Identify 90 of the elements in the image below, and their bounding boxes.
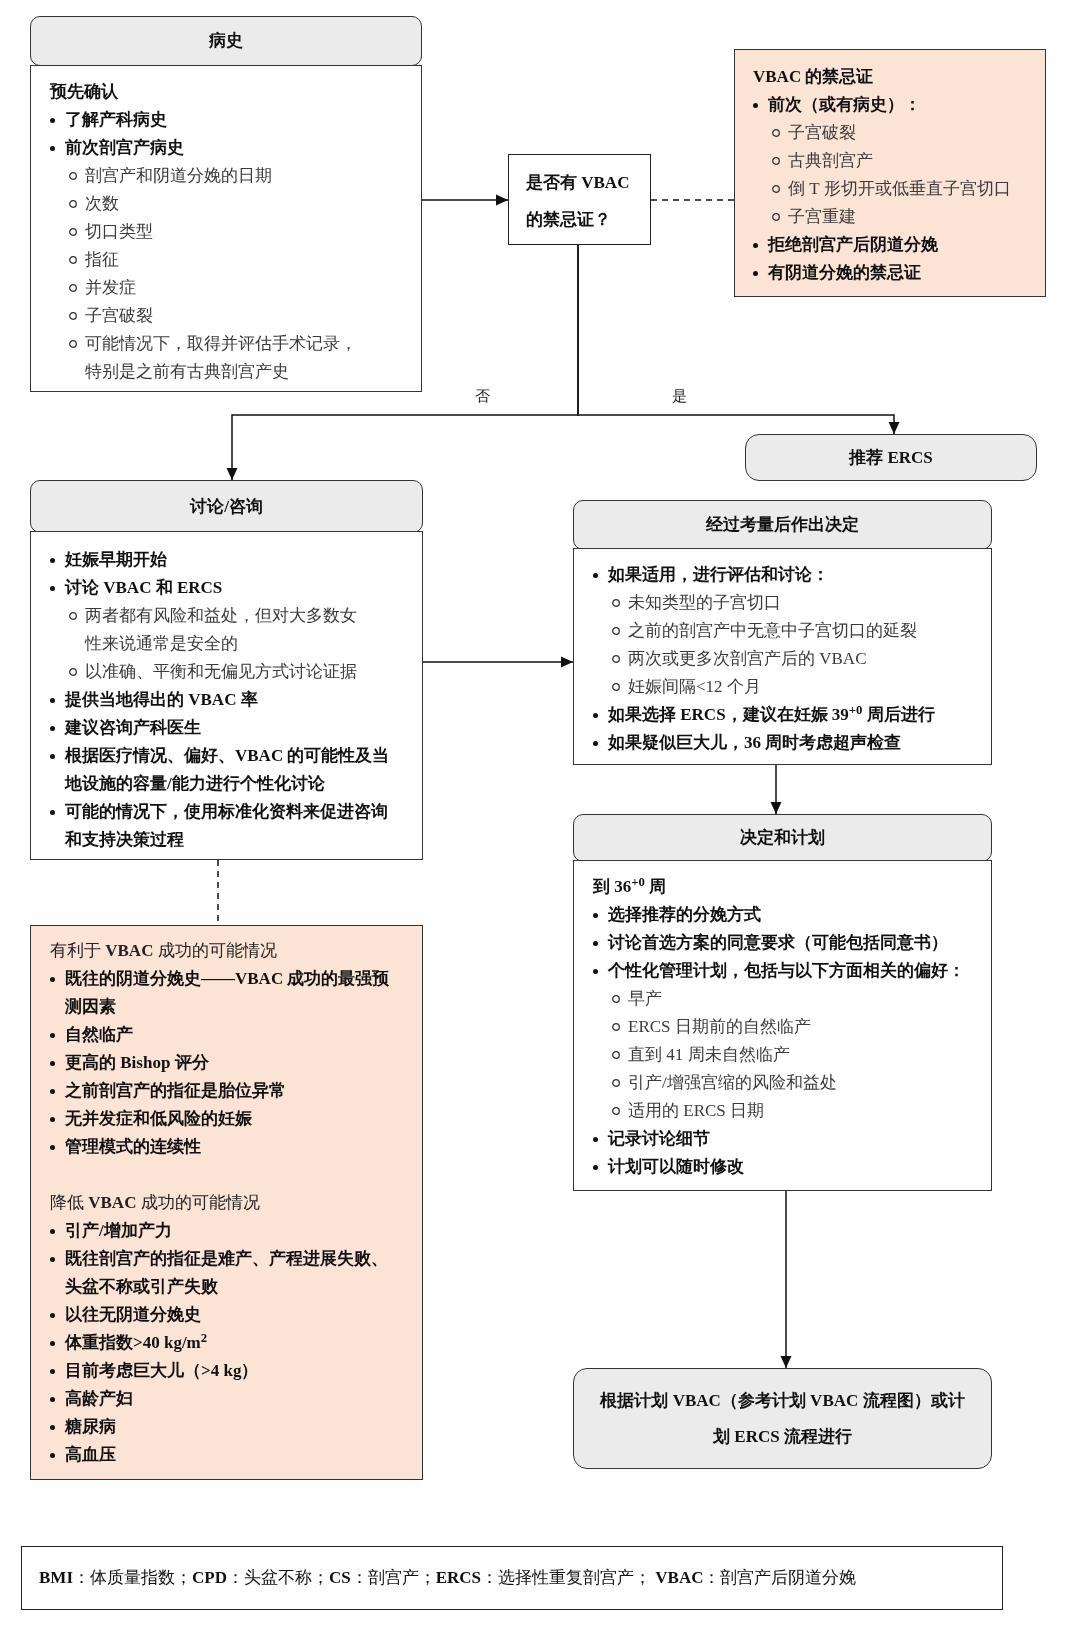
list-item: 自然临产 bbox=[65, 1024, 134, 1046]
sub-item: 之前的剖宫产中无意中子宫切口的延裂 bbox=[628, 620, 918, 642]
header-box bbox=[573, 500, 992, 550]
sub-item: 适用的 ERCS 日期 bbox=[628, 1100, 766, 1122]
lead-text: VBAC 的禁忌证 bbox=[753, 66, 875, 88]
list-item: 以往无阴道分娩史 bbox=[65, 1304, 202, 1326]
sub-item: 两次或更多次剖宫产后的 VBAC bbox=[628, 648, 868, 670]
list-item: 无并发症和低风险的妊娠 bbox=[65, 1108, 253, 1130]
list-item: 更高的 Bishop 评分 bbox=[65, 1052, 210, 1074]
list-item: 妊娠早期开始 bbox=[65, 549, 168, 571]
list-item: 管理模式的连续性 bbox=[65, 1136, 202, 1158]
list-item: 糖尿病 bbox=[65, 1416, 117, 1438]
sub-item: 子宫破裂 bbox=[85, 305, 154, 327]
list-item: 高血压 bbox=[65, 1444, 117, 1466]
list-item: 了解产科病史 bbox=[65, 109, 168, 131]
header-title: 讨论/咨询 bbox=[190, 495, 263, 518]
note-box bbox=[734, 49, 1046, 297]
list-item: 引产/增加产力 bbox=[65, 1220, 173, 1242]
note-box bbox=[30, 925, 423, 1480]
sub-item: 子宫重建 bbox=[788, 206, 857, 228]
lead-text: 到 36$^{+0}$ 周 bbox=[593, 873, 668, 898]
list-item: 如果疑似巨大儿，36 周时考虑超声检查 bbox=[608, 732, 903, 754]
box-text: 根据计划 VBAC（参考计划 VBAC 流程图）或计划 ERCS 流程进行 bbox=[599, 1389, 966, 1448]
arrow bbox=[421, 194, 509, 206]
list-item: 讨论 VBAC 和 ERCS bbox=[65, 577, 224, 599]
rounded-box bbox=[745, 434, 1037, 481]
sub-item: 两者都有风险和益处，但对大多数女性来说通常是安全的 bbox=[85, 605, 358, 655]
sub-item: 并发症 bbox=[85, 277, 137, 299]
sub-item: 倒 T 形切开或低垂直子宫切口 bbox=[788, 178, 1012, 200]
arrow bbox=[422, 656, 574, 668]
list-item: 既往的阴道分娩史——VBAC 成功的最强预测因素 bbox=[65, 968, 391, 1018]
list-item: 可能的情况下，使用标准化资料来促进咨询和支持决策过程 bbox=[65, 801, 389, 851]
sub-item: 直到 41 周未自然临产 bbox=[628, 1044, 791, 1066]
arrow bbox=[780, 1190, 792, 1369]
list-item: 选择推荐的分娩方式 bbox=[608, 904, 762, 926]
list-item: 提供当地得出的 VBAC 率 bbox=[65, 689, 259, 711]
list-item: 目前考虑巨大儿（>4 kg） bbox=[65, 1360, 260, 1382]
list-item: 拒绝剖宫产后阴道分娩 bbox=[768, 234, 939, 256]
sub-item: 切口类型 bbox=[85, 221, 154, 243]
list-item: 记录讨论细节 bbox=[608, 1128, 711, 1150]
sub-item: ERCS 日期前的自然临产 bbox=[628, 1016, 812, 1038]
sub-item: 以准确、平衡和无偏见方式讨论证据 bbox=[85, 661, 358, 683]
list-item: 有阴道分娩的禁忌证 bbox=[768, 262, 922, 284]
list-item: 讨论首选方案的同意要求（可能包括同意书） bbox=[608, 932, 949, 954]
list-item: 前次（或有病史）： bbox=[768, 94, 922, 116]
abbreviation-box bbox=[21, 1546, 1003, 1610]
list-item: 如果选择 ERCS，建议在妊娠 39$^{+0}$ 周后进行 bbox=[608, 701, 936, 726]
sub-item: 早产 bbox=[628, 988, 663, 1010]
decision-box bbox=[508, 154, 651, 245]
list-item: 如果适用，进行评估和讨论： bbox=[608, 564, 830, 586]
arrow bbox=[577, 244, 900, 435]
list-item: 个性化管理计划，包括与以下方面相关的偏好： bbox=[608, 960, 966, 982]
list-item: 计划可以随时修改 bbox=[608, 1156, 745, 1178]
content-box bbox=[30, 65, 422, 392]
header-box bbox=[30, 480, 423, 533]
list-item: 建议咨询产科医生 bbox=[65, 717, 202, 739]
section-heading: 有利于 VBAC 成功的可能情况 bbox=[50, 940, 278, 962]
abbreviation-text: BMI：体质量指数；CPD：头盆不称；CS：剖宫产；ERCS：选择性重复剖宫产； VBAC：剖宫产后阴道分娩 bbox=[39, 1567, 857, 1589]
sub-item: 妊娠间隔<12 个月 bbox=[628, 676, 762, 698]
sub-item: 子宫破裂 bbox=[788, 122, 857, 144]
edge-label: 是 bbox=[669, 386, 689, 406]
content-box bbox=[573, 548, 992, 765]
list-item: 之前剖宫产的指征是胎位异常 bbox=[65, 1080, 287, 1102]
list-item: 根据医疗情况、偏好、VBAC 的可能性及当地设施的容量/能力进行个性化讨论 bbox=[65, 745, 391, 795]
rounded-box bbox=[573, 1368, 992, 1469]
sub-item: 可能情况下，取得并评估手术记录，特别是之前有古典剖宫产史 bbox=[85, 333, 358, 383]
sub-item: 古典剖宫产 bbox=[788, 150, 874, 172]
list-item: 高龄产妇 bbox=[65, 1388, 134, 1410]
sub-item: 引产/增强宫缩的风险和益处 bbox=[628, 1072, 838, 1094]
question-text: 是否有 VBAC 的禁忌证？ bbox=[526, 172, 631, 231]
section-heading: 降低 VBAC 成功的可能情况 bbox=[50, 1192, 261, 1214]
list-item: 前次剖宫产病史 bbox=[65, 137, 185, 159]
list-item: 既往剖宫产的指征是难产、产程进展失败、头盆不称或引产失败 bbox=[65, 1248, 389, 1298]
edge-label: 否 bbox=[472, 386, 492, 406]
content-box bbox=[573, 860, 992, 1191]
arrow bbox=[770, 764, 782, 815]
sub-item: 未知类型的子宫切口 bbox=[628, 592, 782, 614]
sub-item: 次数 bbox=[85, 193, 120, 215]
sub-item: 剖宫产和阴道分娩的日期 bbox=[85, 165, 273, 187]
lead-text: 预先确认 bbox=[50, 81, 119, 103]
sub-item: 指征 bbox=[85, 249, 120, 271]
header-title: 病史 bbox=[209, 30, 243, 52]
list-item: 体重指数>40 kg/m$^{2}$ bbox=[65, 1329, 209, 1354]
box-text: 推荐 ERCS bbox=[849, 446, 933, 469]
content-box bbox=[30, 531, 423, 860]
header-title: 决定和计划 bbox=[740, 827, 825, 849]
header-box bbox=[573, 814, 992, 862]
header-box bbox=[30, 16, 422, 66]
dashed-connector bbox=[650, 199, 735, 201]
header-title: 经过考量后作出决定 bbox=[706, 514, 859, 536]
